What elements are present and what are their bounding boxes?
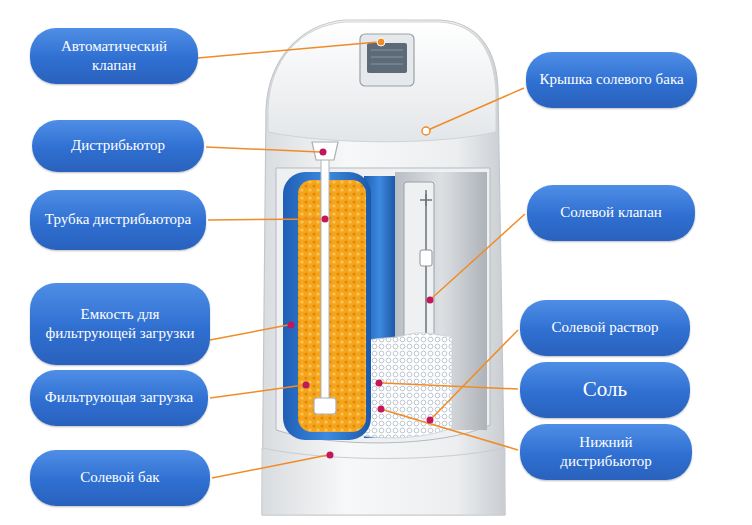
filter-media (298, 180, 366, 432)
cutaway-cavity (276, 168, 490, 443)
leader-dot (422, 127, 430, 135)
brine-float (420, 250, 432, 266)
brine-valve-cross (420, 194, 432, 206)
softener-housing (262, 20, 505, 515)
distributor (312, 142, 338, 160)
leader-line (382, 383, 518, 389)
leader-line (206, 147, 320, 152)
valve-display-frame (360, 34, 414, 86)
leader-line (208, 219, 321, 220)
callout-box: Нижний дистрибьютор (520, 424, 692, 480)
leader-dot (327, 452, 334, 459)
salt-tank-base (262, 448, 505, 515)
leader-dot (288, 322, 295, 329)
callout-label: Фильтрующая загрузка (45, 388, 193, 408)
callout-label: Автоматический клапан (42, 37, 186, 76)
valve-display (367, 43, 407, 73)
leader-line (384, 410, 518, 450)
callout-box: Солевой клапан (527, 185, 695, 241)
callout-label: Крышка солевого бака (539, 70, 683, 90)
leader-dots (288, 38, 434, 459)
callout-label: Трубка дистрибьютора (45, 210, 191, 230)
leader-dot (427, 417, 434, 424)
callout-box: Солевой раствор (520, 300, 690, 356)
callout-label: Солевой клапан (560, 203, 662, 223)
callout-label: Емкость для фильтрующей загрузки (42, 305, 198, 344)
leader-line (210, 325, 288, 340)
leader-line (428, 88, 524, 130)
leader-line (432, 330, 518, 418)
callout-box: Соль (520, 362, 690, 418)
leader-lines (198, 42, 525, 478)
salt-tank-lid (268, 22, 496, 142)
callout-box: Автоматический клапан (30, 28, 198, 84)
callout-label: Дистрибьютор (71, 136, 165, 156)
leader-line (432, 214, 525, 298)
callout-label: Соль (583, 376, 627, 403)
leader-dot (303, 382, 310, 389)
distributor-pipe (321, 150, 329, 406)
callout-box: Трубка дистрибьютора (30, 190, 206, 250)
callout-box: Солевой бак (30, 450, 210, 506)
leader-dot (376, 380, 383, 387)
bottom-distributor (314, 398, 336, 414)
callout-box: Емкость для фильтрующей загрузки (30, 283, 210, 365)
leader-line (210, 385, 304, 398)
leader-line (198, 42, 378, 58)
callout-label: Солевой бак (80, 468, 159, 488)
callout-box: Крышка солевого бака (526, 52, 697, 108)
leader-dot (320, 149, 327, 156)
display-grid (371, 50, 403, 64)
callout-box: Фильтрующая загрузка (30, 370, 208, 426)
leader-dot (377, 38, 385, 46)
leader-line (212, 455, 328, 478)
leader-dot (378, 406, 385, 413)
callout-box: Дистрибьютор (32, 120, 204, 172)
callout-label: Солевой раствор (551, 318, 658, 338)
callout-label: Нижний дистрибьютор (532, 433, 680, 472)
leader-dot (322, 216, 329, 223)
leader-dot (427, 297, 434, 304)
